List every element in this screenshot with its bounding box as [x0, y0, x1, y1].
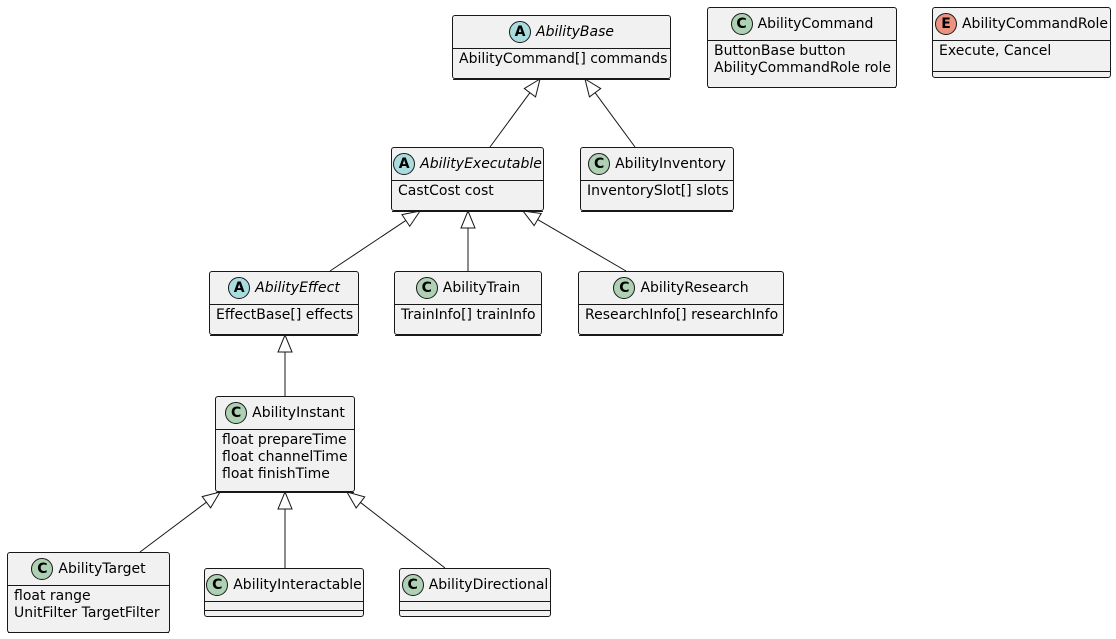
class-attribute: UnitFilter TargetFilter [14, 605, 160, 621]
class-name: AbilityResearch [640, 280, 749, 296]
class-stereotype-icon: C [613, 277, 636, 299]
class-stereotype-icon: C [415, 277, 438, 299]
class-name: AbilityTarget [58, 561, 146, 577]
class-name: AbilityInteractable [233, 577, 362, 593]
class-name: AbilityCommandRole [961, 16, 1109, 32]
inheritance-line [537, 219, 627, 272]
class-attribute: ResearchInfo[] researchInfo [585, 307, 779, 323]
class-attribute: float prepareTime [222, 432, 347, 448]
class-attribute: TrainInfo[] trainInfo [401, 307, 536, 323]
abstract-stereotype-icon: A [228, 277, 251, 299]
class-attribute: ButtonBase button [714, 43, 846, 59]
class-attributes: InventorySlot[] slots [581, 181, 733, 212]
class-stereotype-icon: C [730, 13, 753, 35]
class-header: A AbilityBase [453, 16, 670, 49]
class-attribute: AbilityCommand[] commands [459, 51, 668, 67]
class-name: AbilityBase [536, 24, 614, 40]
class-attribute: InventorySlot[] slots [587, 183, 729, 199]
inheritance-arrowhead-icon [201, 491, 222, 509]
class-attributes: TrainInfo[] trainInfo [395, 305, 541, 336]
class-name: AbilityInstant [252, 405, 345, 421]
inheritance-line [489, 92, 531, 148]
class-attribute: Execute, Cancel [939, 43, 1052, 59]
abstract-stereotype-icon: A [509, 21, 531, 43]
abstract-stereotype-icon: A [393, 153, 416, 175]
class-attributes [205, 602, 363, 611]
class-attributes: ResearchInfo[] researchInfo [579, 305, 783, 336]
class-name: AbilityDirectional [428, 577, 549, 593]
inheritance-arrowhead-icon [277, 333, 293, 353]
class-attribute: EffectBase[] effects [216, 307, 354, 323]
class-stereotype-icon: C [588, 153, 611, 175]
class-name: AbilityInventory [615, 156, 726, 172]
class-attribute: float channelTime [222, 449, 348, 465]
inheritance-arrowhead-icon [277, 490, 293, 510]
inheritance-line [139, 501, 207, 553]
class-name: AbilityCommand [757, 16, 874, 32]
inheritance-arrowhead-icon [584, 77, 602, 98]
class-stereotype-icon: C [206, 574, 229, 596]
class-attributes: EffectBase[] effects [210, 305, 358, 336]
inheritance-arrowhead-icon [523, 77, 541, 98]
class-stereotype-icon: C [31, 558, 54, 580]
enum-stereotype-icon: E [934, 13, 957, 35]
class-attributes [400, 602, 550, 611]
class-attribute: AbilityCommandRole role [714, 60, 891, 76]
inheritance-arrowhead-icon [460, 209, 476, 229]
class-attribute: float range [14, 588, 91, 604]
class-attributes: AbilityCommand[] commands [453, 49, 670, 80]
class-attribute: float finishTime [222, 466, 330, 482]
class-attribute: CastCost cost [398, 183, 494, 199]
class-name: AbilityTrain [442, 280, 521, 296]
class-name: AbilityExecutable [420, 156, 542, 172]
class-stereotype-icon: C [225, 402, 248, 424]
inheritance-arrowhead-icon [521, 210, 543, 227]
inheritance-line [360, 502, 446, 569]
inheritance-line [594, 92, 636, 148]
inheritance-arrowhead-icon [345, 491, 366, 509]
class-attributes: CastCost cost [392, 181, 543, 212]
class-attributes: Execute, Cancel [933, 41, 1110, 72]
inheritance-line [329, 220, 407, 272]
inheritance-arrowhead-icon [401, 210, 422, 228]
class-name: AbilityEffect [255, 280, 340, 296]
class-stereotype-icon: C [401, 574, 424, 596]
